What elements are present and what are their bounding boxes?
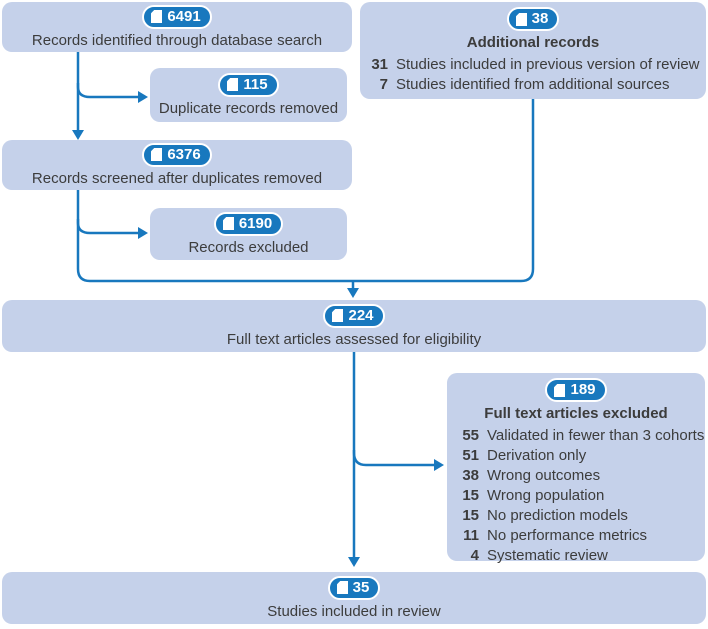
item-label: Validated in fewer than 3 cohorts bbox=[487, 427, 705, 444]
list-item: 15 Wrong population bbox=[457, 486, 704, 506]
item-label: Studies included in previous version of … bbox=[396, 56, 700, 73]
item-count: 51 bbox=[462, 447, 479, 464]
item-label: Wrong population bbox=[487, 487, 605, 504]
item-count: 11 bbox=[463, 527, 479, 544]
list-item: 11 No performance metrics bbox=[457, 526, 704, 546]
arrowhead-right-excluded bbox=[138, 227, 148, 239]
count-badge: 6491 bbox=[142, 4, 212, 29]
count-badge: 6190 bbox=[213, 211, 284, 236]
count-badge: 6376 bbox=[142, 142, 212, 167]
list-item: 38 Wrong outcomes bbox=[457, 466, 704, 486]
item-count: 38 bbox=[462, 467, 479, 484]
item-count: 4 bbox=[470, 547, 479, 564]
arrowhead-down-included bbox=[348, 557, 360, 567]
item-label: No prediction models bbox=[487, 507, 628, 524]
count-badge: 115 bbox=[218, 72, 279, 97]
document-icon bbox=[151, 10, 163, 23]
box-label: Records excluded bbox=[188, 238, 309, 256]
box-label: Records identified through database sear… bbox=[31, 31, 323, 49]
list-item: 31 Studies included in previous version … bbox=[366, 55, 700, 75]
arrowhead-right-duplicates bbox=[138, 91, 148, 103]
box-label: Full text articles assessed for eligibil… bbox=[226, 330, 482, 348]
badge-count: 6376 bbox=[167, 145, 201, 163]
connector-branch-to-ft-excluded bbox=[352, 450, 434, 467]
box-additional-records: 38 Additional records 31 Studies include… bbox=[360, 2, 706, 99]
list-item: 4 Systematic review bbox=[457, 546, 704, 566]
badge-count: 115 bbox=[243, 75, 268, 93]
list-item: 55 Validated in fewer than 3 cohorts bbox=[457, 426, 704, 446]
badge-count: 38 bbox=[531, 10, 549, 27]
document-icon bbox=[336, 581, 348, 594]
item-count: 7 bbox=[379, 76, 388, 93]
arrowhead-down-screened bbox=[72, 130, 84, 140]
item-label: Derivation only bbox=[487, 447, 587, 464]
count-badge: 224 bbox=[323, 303, 385, 328]
arrowhead-down-fulltext bbox=[347, 288, 359, 298]
connector-branch-to-duplicates bbox=[76, 83, 138, 99]
count-badge: 38 bbox=[506, 7, 560, 31]
box-title: Full text articles excluded bbox=[484, 405, 668, 422]
list-item: 15 No prediction models bbox=[457, 506, 704, 526]
document-icon bbox=[151, 148, 163, 161]
box-fulltext-assessed: 224 Full text articles assessed for elig… bbox=[2, 300, 706, 352]
box-records-excluded: 6190 Records excluded bbox=[150, 208, 347, 260]
box-fulltext-excluded: 189 Full text articles excluded 55 Valid… bbox=[447, 373, 705, 564]
box-duplicates-removed: 115 Duplicate records removed bbox=[150, 68, 347, 122]
reason-list: 55 Validated in fewer than 3 cohorts 51 … bbox=[447, 426, 704, 566]
box-label: Records screened after duplicates remove… bbox=[31, 169, 323, 187]
box-studies-included: 35 Studies included in review bbox=[2, 572, 706, 624]
item-count: 15 bbox=[462, 507, 479, 524]
item-count: 15 bbox=[462, 487, 479, 504]
list-item: 7 Studies identified from additional sou… bbox=[366, 75, 700, 95]
count-badge: 35 bbox=[327, 575, 381, 600]
box-label: Studies included in review bbox=[267, 602, 441, 620]
box-records-identified: 6491 Records identified through database… bbox=[2, 2, 352, 52]
badge-count: 6190 bbox=[238, 214, 273, 232]
badge-count: 189 bbox=[570, 381, 596, 398]
box-records-screened: 6376 Records screened after duplicates r… bbox=[2, 140, 352, 190]
box-label: Duplicate records removed bbox=[158, 99, 339, 117]
box-title: Additional records bbox=[466, 34, 600, 51]
connector-branch-to-excluded bbox=[76, 219, 138, 235]
badge-count: 224 bbox=[348, 306, 374, 324]
item-count: 55 bbox=[462, 427, 479, 444]
item-label: No performance metrics bbox=[487, 527, 648, 544]
item-count: 31 bbox=[371, 56, 388, 73]
document-icon bbox=[227, 78, 239, 91]
reason-list: 31 Studies included in previous version … bbox=[360, 55, 700, 95]
badge-count: 6491 bbox=[167, 7, 201, 25]
list-item: 51 Derivation only bbox=[457, 446, 704, 466]
document-icon bbox=[222, 217, 234, 230]
document-icon bbox=[515, 12, 527, 26]
badge-count: 35 bbox=[352, 578, 370, 596]
item-label: Systematic review bbox=[487, 547, 608, 564]
document-icon bbox=[554, 383, 566, 397]
item-label: Wrong outcomes bbox=[487, 467, 601, 484]
item-label: Studies identified from additional sourc… bbox=[396, 76, 670, 93]
document-icon bbox=[332, 309, 344, 322]
arrowhead-right-ft-excluded bbox=[434, 459, 444, 471]
connector-merge-to-fulltext bbox=[76, 95, 535, 283]
count-badge: 189 bbox=[545, 378, 607, 402]
